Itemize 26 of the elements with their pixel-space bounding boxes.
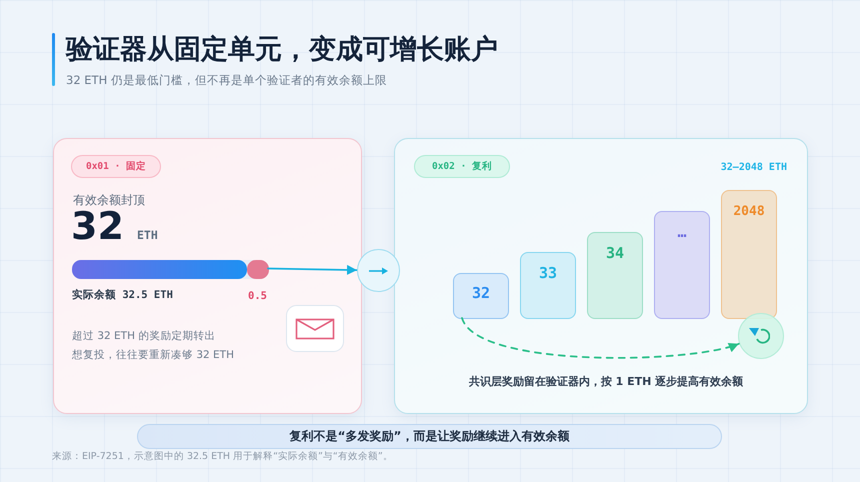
mode-tag: 0x02 · 复利 (414, 155, 510, 178)
balance-step: 34 (587, 232, 643, 319)
balance-label: 实际余额 32.5 ETH (72, 289, 173, 302)
excess-value: 0.5 (248, 290, 267, 304)
panel-card (394, 138, 808, 414)
description-text: 超过 32 ETH 的奖励定期转出 (72, 330, 216, 344)
mode-tag: 0x01 · 固定 (71, 155, 161, 178)
dashed-arrow (461, 317, 740, 359)
range-label: 32–2048 ETH (720, 162, 787, 174)
unit-label: ETH (137, 228, 158, 242)
balance-step: 32 (453, 273, 509, 319)
subtitle: 32 ETH 仍是最低门槛，但不再是单个验证者的有效余额上限 (66, 73, 387, 88)
excess-segment (247, 260, 269, 279)
summary-banner: 复利不是“多发奖励”，而是让奖励继续进入有效余额 (137, 424, 722, 449)
loop-circle (738, 313, 784, 359)
panel-card (53, 138, 362, 414)
balance-step: 2048 (721, 190, 777, 319)
balance-step: 33 (520, 252, 576, 319)
source-note: 来源：EIP-7251，示意图中的 32.5 ETH 用于解释“实际余额”与“有效余额”。 (52, 451, 393, 463)
balance-step: … (654, 211, 710, 319)
value-number: 32 (71, 206, 124, 246)
heading-label: 有效余额封顶 (73, 193, 145, 208)
title: 验证器从固定单元，变成可增长账户 (66, 34, 498, 66)
description-text: 想复投，往往要重新凑够 32 ETH (72, 349, 234, 362)
arrow (267, 264, 358, 275)
description-text: 共识层奖励留在验证器内，按 1 ETH 逐步提高有效余额 (468, 375, 744, 389)
